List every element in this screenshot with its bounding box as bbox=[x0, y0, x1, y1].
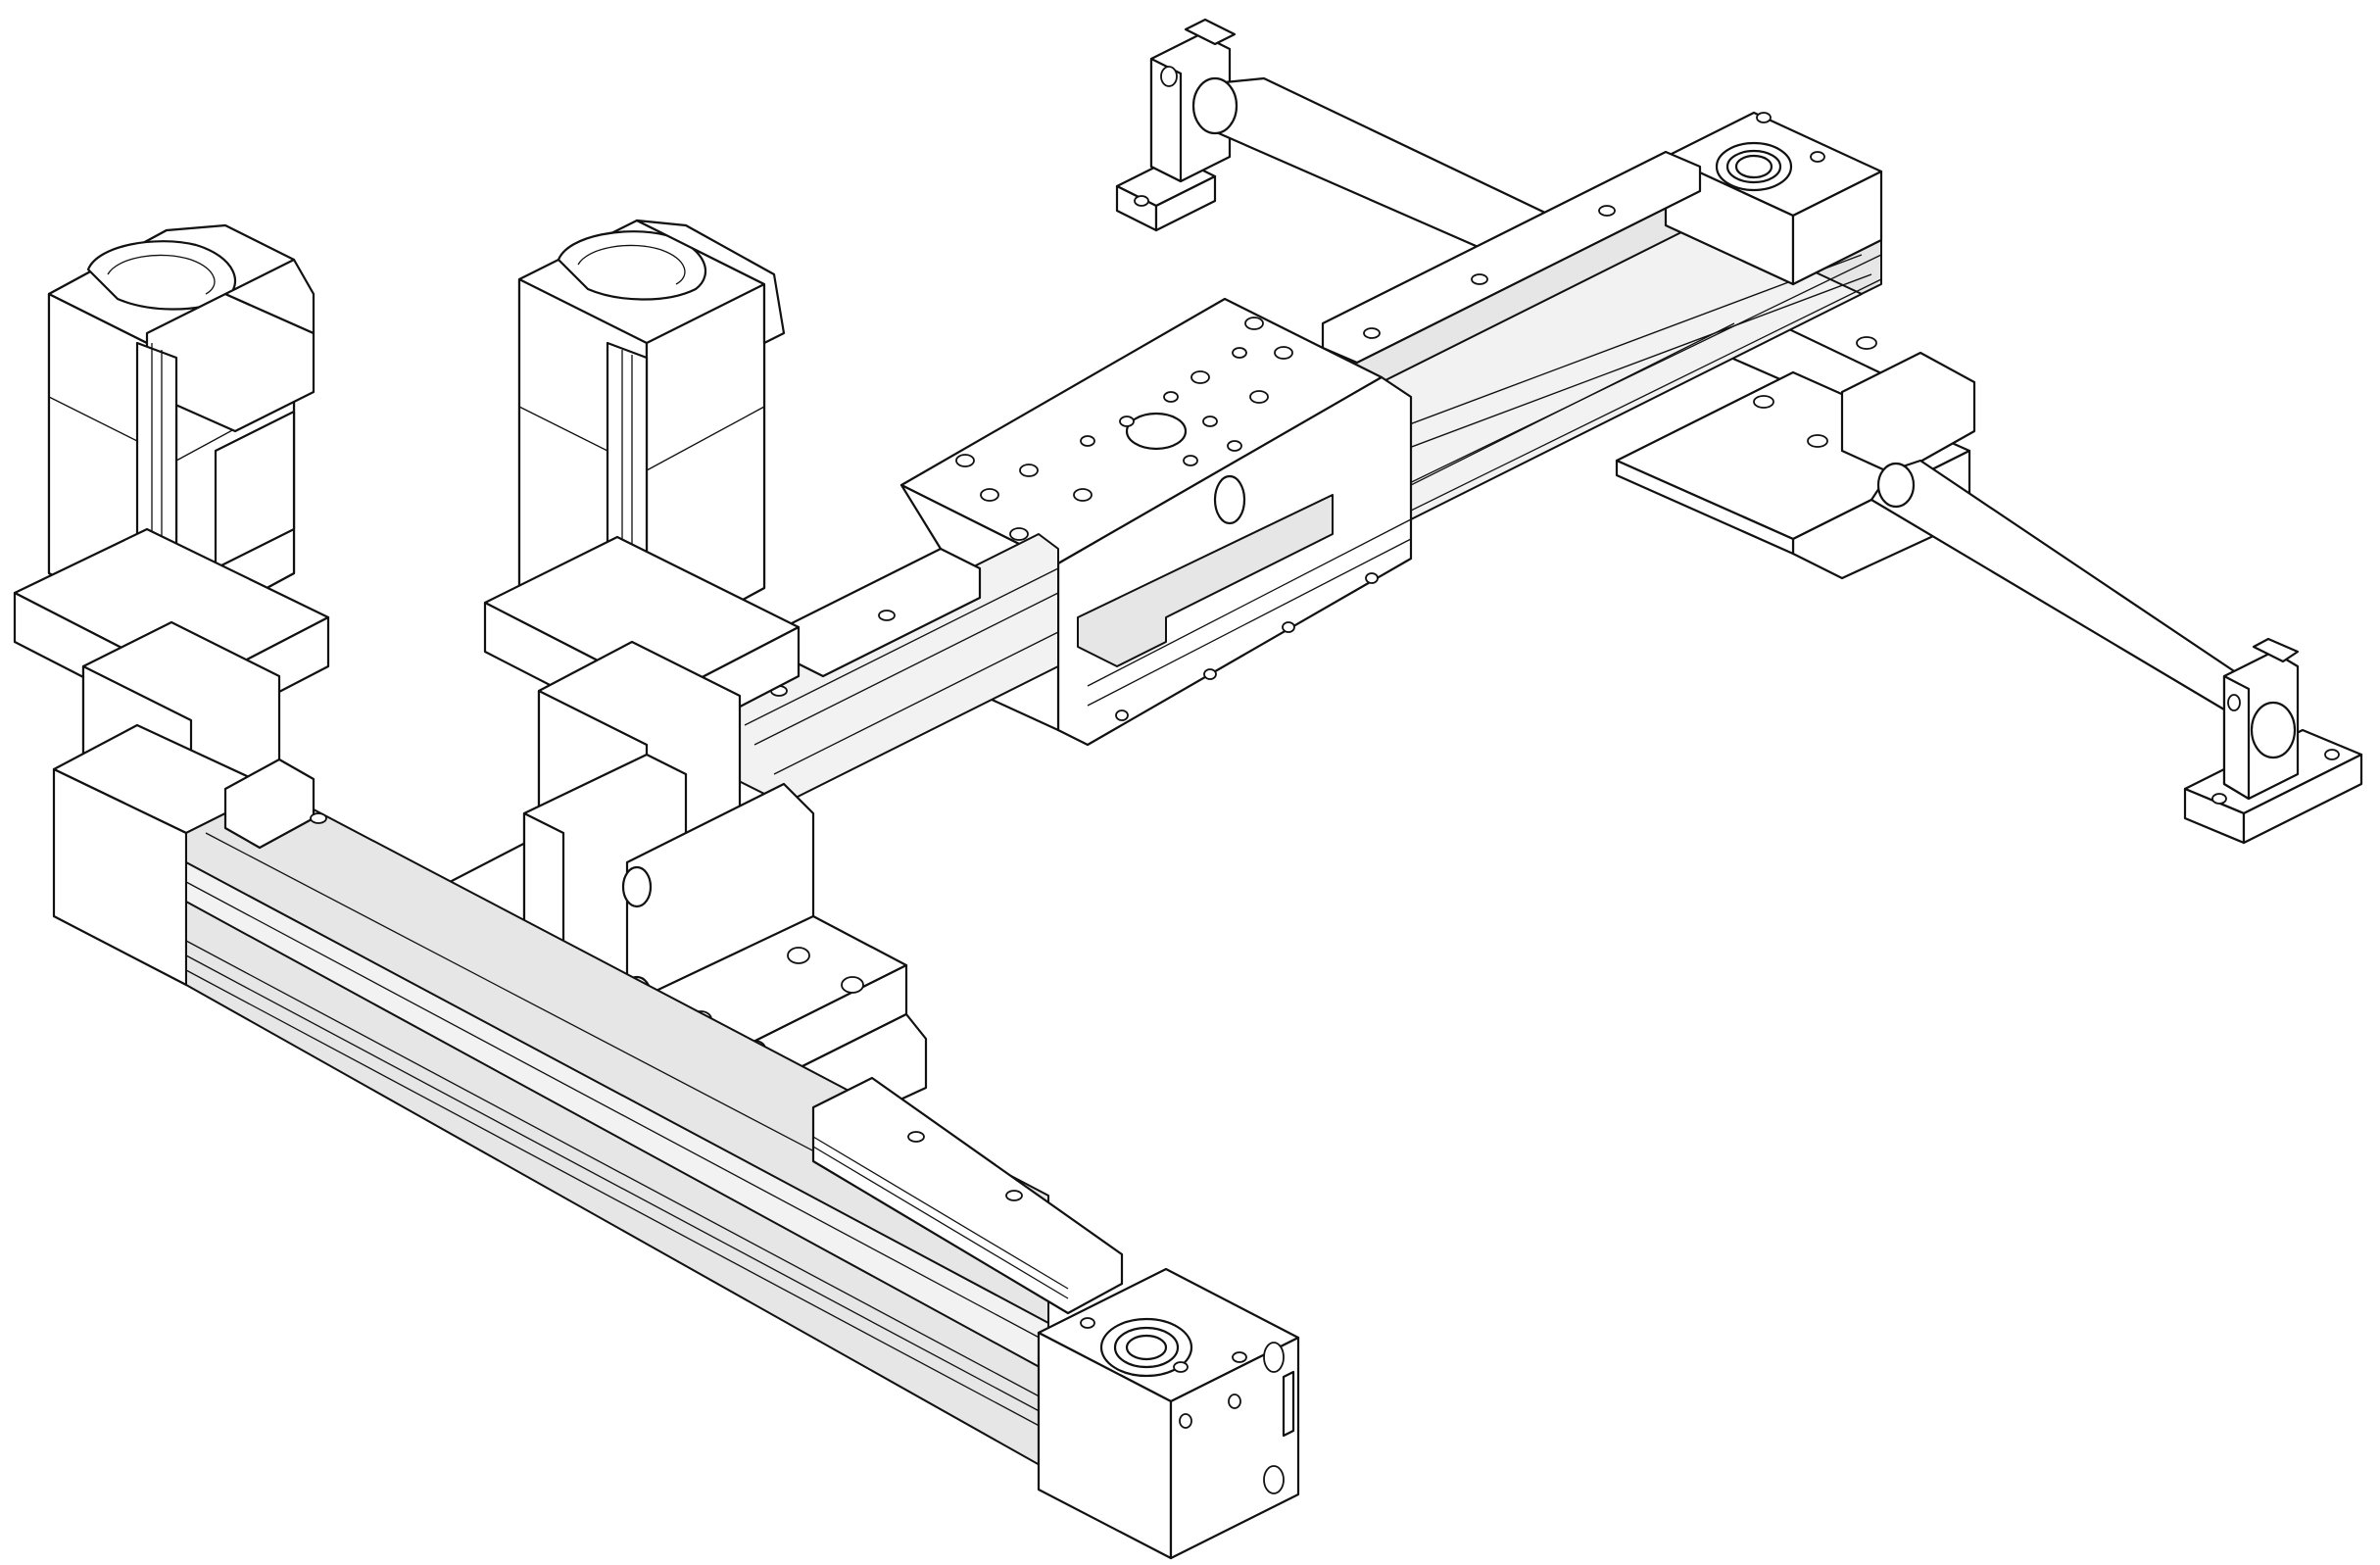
linear-shaft-bottom bbox=[1870, 459, 2265, 717]
shaft-support-bottom bbox=[2183, 637, 2363, 845]
y-axis-module-front bbox=[52, 723, 1300, 1560]
servo-motor-left bbox=[13, 223, 330, 859]
shaft-support-top bbox=[1115, 18, 1237, 232]
servo-motor-middle bbox=[483, 219, 801, 874]
middle-rail bbox=[734, 533, 1059, 805]
